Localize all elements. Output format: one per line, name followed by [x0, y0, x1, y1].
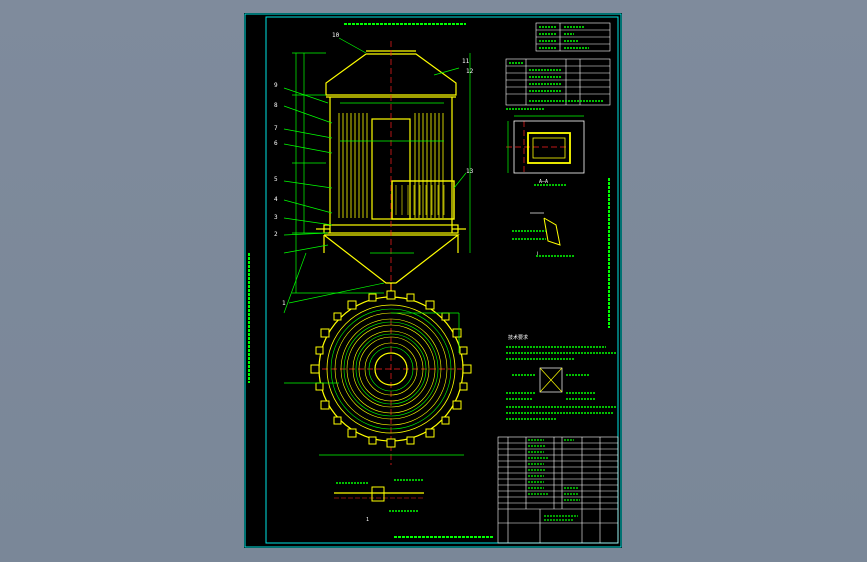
part-label-8: 8	[274, 102, 278, 109]
section-a-a-label: A—A	[539, 179, 548, 185]
part-label-6: 6	[274, 140, 278, 147]
part-label-3: 3	[274, 214, 278, 221]
drawing-sheet[interactable]: 9 8 7 6 5 4 3 2 1 10 11 12 13	[244, 13, 622, 548]
part-label-12: 12	[466, 68, 474, 75]
section-a-a: A—A	[507, 115, 585, 186]
detail-1: 1	[334, 479, 424, 523]
title-block	[497, 436, 619, 544]
dimension-lines	[283, 37, 471, 314]
tech-req-heading: 技术要求	[508, 334, 528, 341]
part-label-11: 11	[462, 58, 470, 65]
part-label-1: 1	[282, 300, 286, 307]
inner-frame	[265, 16, 619, 544]
detail-2: Ⅰ	[512, 212, 574, 257]
drawing-canvas: 9 8 7 6 5 4 3 2 1 10 11 12 13	[244, 13, 622, 548]
part-label-7: 7	[274, 125, 278, 132]
technical-requirements: 技术要求	[506, 334, 616, 420]
outer-frame	[244, 13, 622, 548]
part-label-13: 13	[466, 168, 474, 175]
part-label-2: 2	[274, 231, 278, 238]
centerlines	[322, 41, 566, 465]
part-label-5: 5	[274, 176, 278, 183]
parameter-table-text	[506, 26, 604, 110]
part-label-4: 4	[274, 196, 278, 203]
part-labels: 9 8 7 6 5 4 3 2 1 10 11 12 13	[274, 32, 474, 307]
tower-elevation	[316, 50, 466, 293]
part-label-10: 10	[332, 32, 340, 39]
detail-2-label: Ⅰ	[537, 251, 538, 257]
part-label-9: 9	[274, 82, 278, 89]
plan-view	[284, 290, 472, 456]
detail-1-label: 1	[366, 517, 369, 523]
parameter-table	[505, 22, 611, 106]
title-block-text	[528, 439, 580, 521]
